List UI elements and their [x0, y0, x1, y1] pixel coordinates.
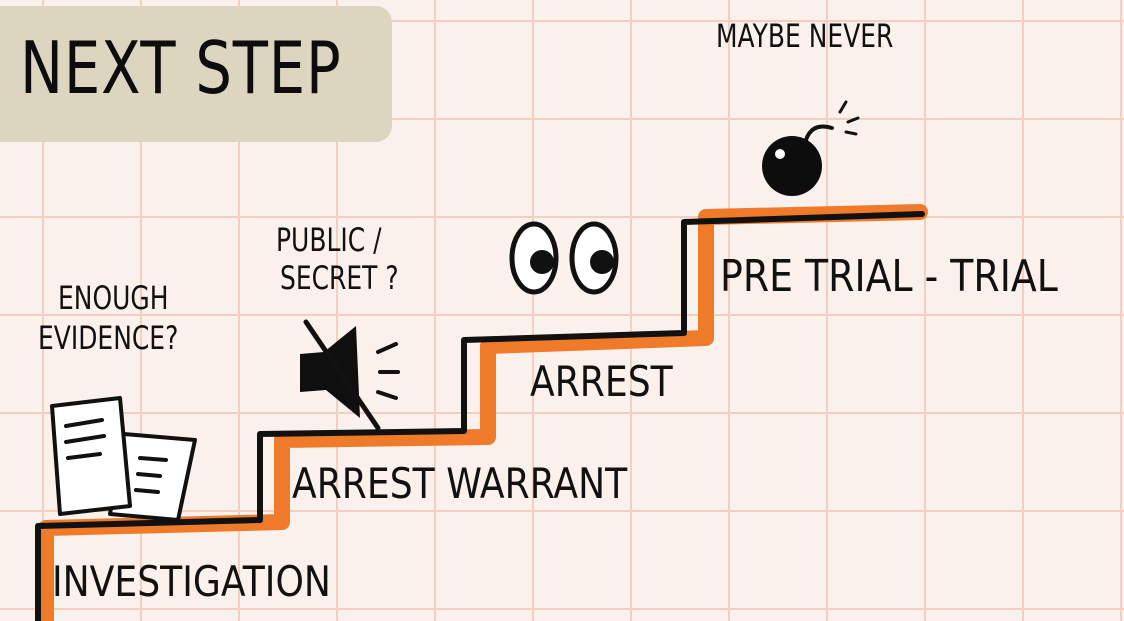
- muted-speaker-icon: [300, 319, 400, 431]
- stair-black-line: [35, 211, 925, 621]
- bomb-icon: [762, 100, 860, 196]
- public-secret-label-line1: PUBLIC /: [276, 221, 382, 259]
- title-box: NEXT STEP: [0, 6, 392, 142]
- public-secret-label-line2: SECRET ?: [280, 259, 399, 297]
- maybe-never-label: MAYBE NEVER: [716, 17, 894, 55]
- step-label-pre-trial: PRE TRIAL - TRIAL: [720, 251, 1058, 302]
- step-label-investigation: INVESTIGATION: [52, 557, 331, 606]
- step-label-arrest: ARREST: [530, 357, 673, 406]
- page-title: NEXT STEP: [20, 26, 342, 110]
- enough-evidence-label-line2: EVIDENCE?: [38, 319, 179, 357]
- documents-icon: [50, 396, 197, 522]
- step-label-arrest-warrant: ARREST WARRANT: [292, 459, 628, 508]
- eyes-icon: [509, 221, 619, 295]
- enough-evidence-label-line1: ENOUGH: [58, 279, 169, 317]
